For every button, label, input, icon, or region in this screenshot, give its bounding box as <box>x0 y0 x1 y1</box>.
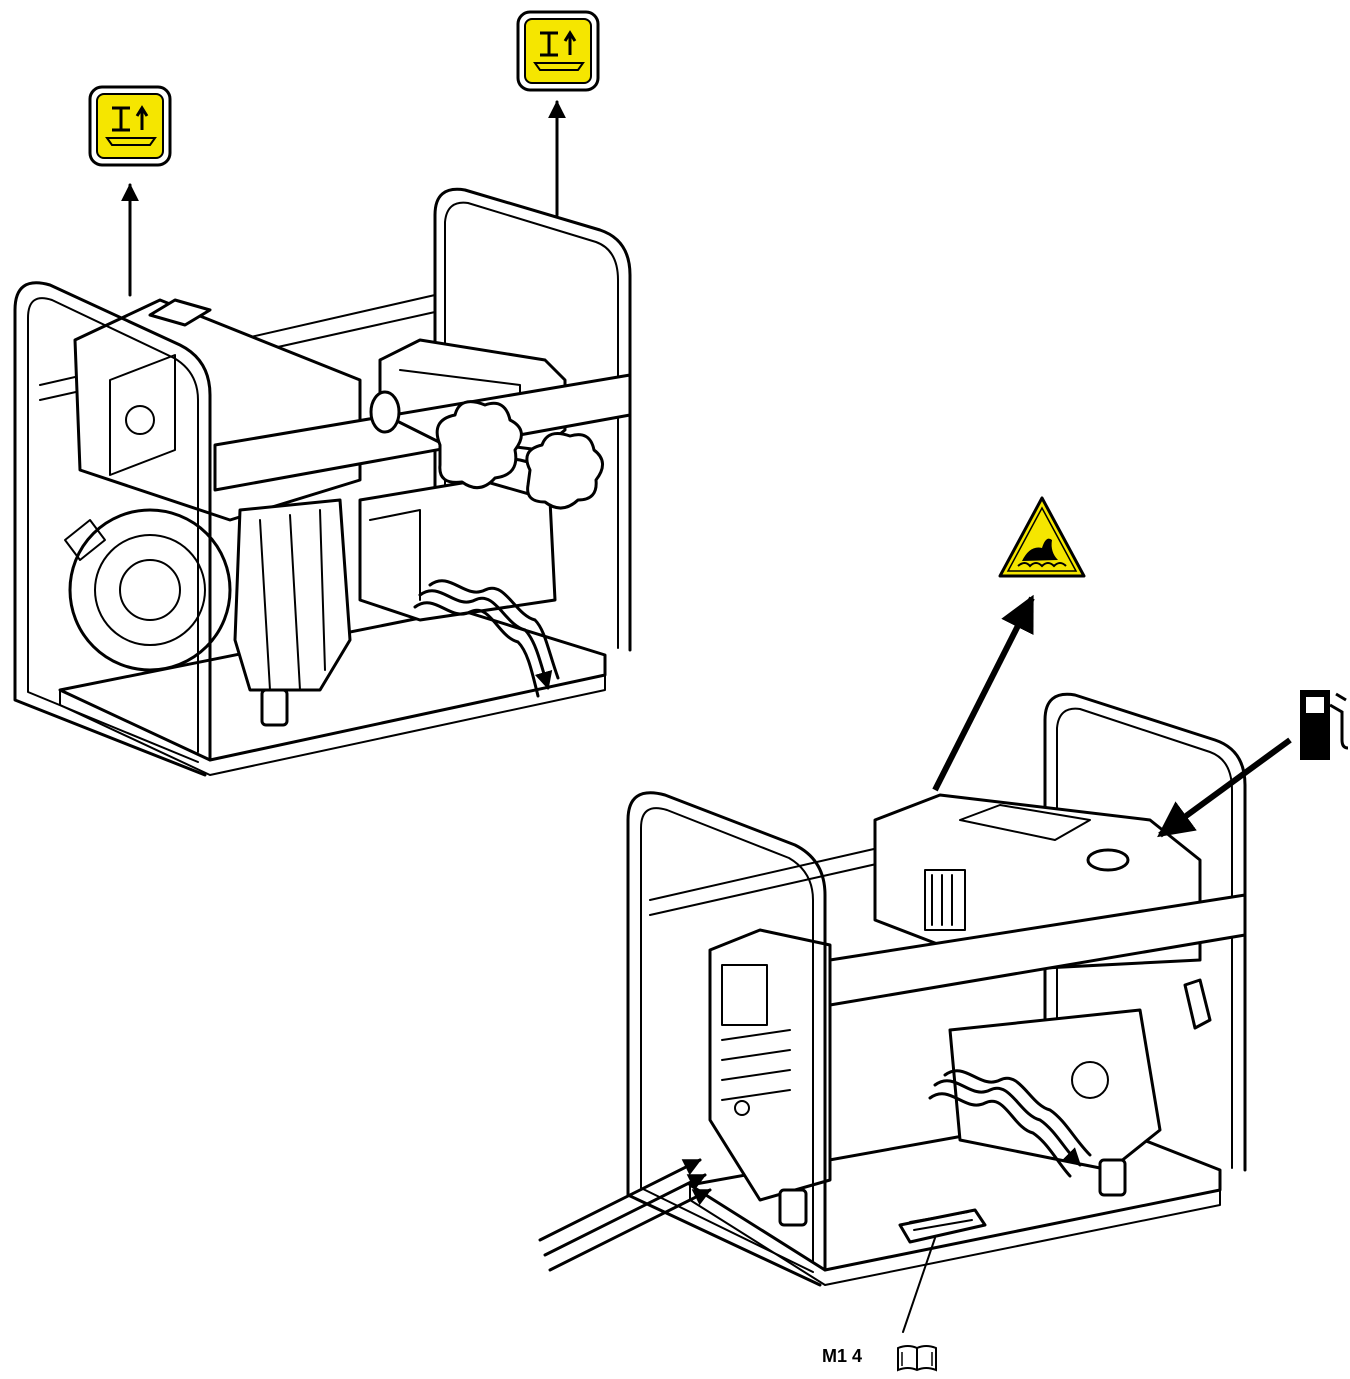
front-frame <box>626 791 827 1287</box>
cooling-air-out-arrow <box>933 1079 1082 1167</box>
exhaust-cloud-2 <box>525 432 604 510</box>
lifting-point-icon <box>88 85 172 167</box>
rear-frame <box>433 187 632 652</box>
cooling-air-out-arrow <box>418 589 553 690</box>
recoil-starter <box>68 508 232 672</box>
engine-lower <box>948 1008 1162 1172</box>
exhaust-cloud <box>435 400 523 490</box>
fuel-fill-arrow <box>1157 737 1292 838</box>
lifting-point-icon <box>516 10 600 92</box>
generator-front-view <box>538 594 1292 1333</box>
generator-rear-view <box>13 100 632 777</box>
alternator <box>708 928 832 1202</box>
manual-book-icon <box>897 1345 937 1372</box>
cooling-air-in-arrow <box>538 1158 702 1242</box>
hot-surface-arrow <box>932 594 1035 792</box>
rear-frame <box>1043 692 1247 1172</box>
front-crossbar <box>828 893 1247 1007</box>
hot-surface-warning-icon <box>998 496 1086 578</box>
base-plate <box>58 608 607 762</box>
starter-handle <box>64 519 106 561</box>
rating-plate-leader <box>902 1237 936 1333</box>
manual-reference-label: M1 4 <box>822 1346 863 1366</box>
fuel-cap <box>1086 848 1130 872</box>
front-frame <box>13 281 212 777</box>
fuel-pump-icon <box>1300 690 1349 760</box>
